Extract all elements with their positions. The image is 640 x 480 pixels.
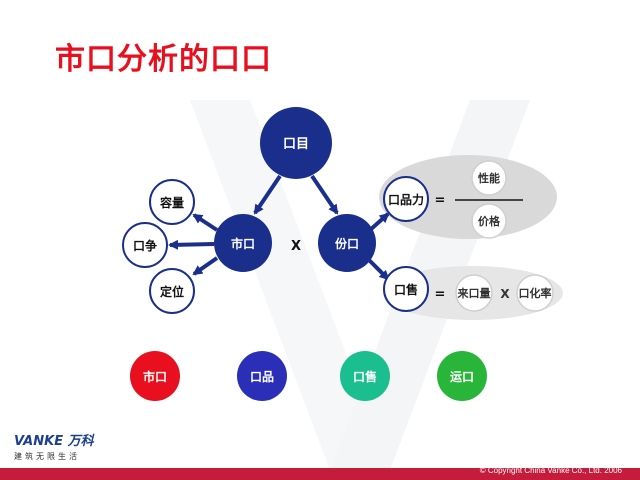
capacity-node: [149, 179, 195, 225]
visitors-node: [455, 274, 493, 312]
conversion-node: [516, 274, 554, 312]
product-power-label: 口品力: [388, 192, 424, 207]
footer-bar: [0, 468, 640, 480]
product-power-ellipse: [379, 155, 557, 239]
equals-2: =: [435, 287, 446, 302]
performance-node: [471, 160, 507, 196]
arrow-market-to-competition: [168, 239, 215, 250]
competition-label: 口争: [133, 238, 157, 253]
arrow-market-to-capacity: [192, 213, 219, 232]
bottom-circle-market: [130, 351, 180, 401]
market-analysis-diagram: 口目 市口 份口 X 容量 口争 定位 口品力 = 口售 = 性能 价格 来口量…: [122, 100, 563, 470]
bottom-circles: 市口 口品 口售 运口: [130, 351, 487, 401]
arrow-share-to-product-power: [368, 212, 390, 232]
market-node: [214, 214, 272, 272]
sales-node: [383, 266, 429, 312]
arrow-top-to-market: [253, 174, 282, 215]
positioning-node: [149, 268, 195, 314]
logo-tagline: 建筑无限生活: [14, 452, 80, 461]
product-power-node: [383, 176, 429, 222]
center-multiply: X: [291, 239, 301, 254]
arrow-top-to-share: [310, 174, 339, 215]
conversion-label: 口化率: [519, 286, 552, 300]
multiply-sign: X: [500, 287, 510, 301]
arrow-share-to-sales: [366, 257, 390, 281]
bottom-circle-product: [237, 351, 287, 401]
market-label: 市口: [231, 236, 255, 251]
bottom-circle-sales: [340, 351, 390, 401]
slide-title: 市口分析的口口: [55, 42, 272, 77]
bottom-circle-operation: [437, 351, 487, 401]
equals-1: =: [435, 193, 446, 208]
bottom-label-market: 市口: [143, 369, 167, 384]
bottom-label-sales: 口售: [353, 369, 377, 384]
positioning-label: 定位: [160, 284, 184, 299]
price-label: 价格: [478, 214, 501, 228]
competition-node: [122, 222, 168, 268]
share-label: 份口: [335, 236, 359, 251]
arrow-market-to-positioning: [192, 256, 219, 276]
sales-label: 口售: [394, 282, 418, 297]
goal-node: [260, 107, 332, 179]
bottom-label-product: 口品: [250, 370, 274, 384]
logo-brand: VANKE 万科: [14, 434, 94, 449]
goal-label: 口目: [283, 137, 309, 152]
share-node: [318, 214, 376, 272]
vanke-logo: VANKE 万科 建筑无限生活: [14, 430, 94, 462]
bottom-label-operation: 运口: [450, 370, 474, 384]
visitors-label: 来口量: [457, 286, 491, 300]
capacity-label: 容量: [159, 195, 184, 210]
price-node: [471, 203, 507, 239]
performance-label: 性能: [478, 171, 500, 185]
copyright-text: © Copyright China Vanke Co., Ltd. 2006: [479, 466, 622, 475]
